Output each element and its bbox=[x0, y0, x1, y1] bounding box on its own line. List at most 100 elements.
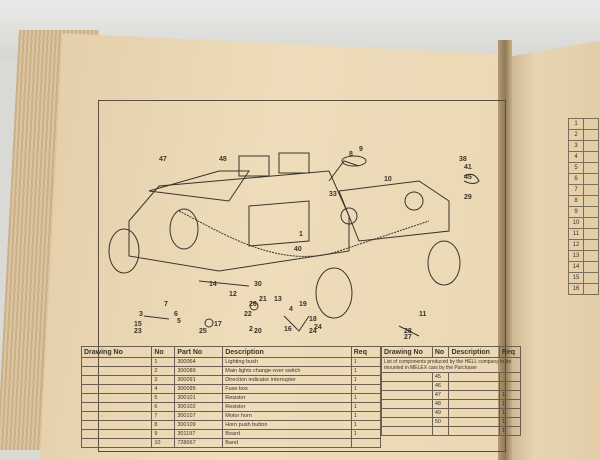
callout-number: 24 bbox=[309, 328, 317, 335]
table-cell: 300095 bbox=[174, 384, 224, 394]
grid-number: 10 bbox=[568, 217, 584, 229]
table-cell bbox=[80, 429, 153, 439]
table-cell: 1 bbox=[350, 366, 382, 376]
callout-number: 7 bbox=[164, 301, 168, 308]
grid-row: 8 bbox=[568, 195, 599, 207]
rear-right-wheel bbox=[169, 208, 199, 250]
table-cell bbox=[350, 438, 382, 448]
table-cell: 300107 bbox=[174, 411, 224, 421]
table-cell: Horn push button bbox=[222, 420, 352, 430]
table-cell bbox=[80, 357, 153, 367]
col-drawing-no: Drawing No bbox=[381, 346, 433, 358]
grid-number: 13 bbox=[568, 250, 584, 262]
table-cell: 301197 bbox=[174, 429, 224, 439]
table-note: List of components produced by the HELL … bbox=[381, 357, 521, 373]
grid-row: 9 bbox=[568, 206, 599, 218]
grid-number: 8 bbox=[568, 195, 584, 207]
table-cell: 1 bbox=[498, 390, 522, 400]
table-cell bbox=[80, 366, 153, 376]
grid-number: 11 bbox=[568, 228, 584, 240]
grid-row: 1 bbox=[568, 118, 599, 130]
part-switch bbox=[143, 315, 170, 320]
callout-number: 28 bbox=[404, 328, 412, 335]
headlight-right bbox=[404, 191, 424, 211]
callout-number: 29 bbox=[464, 194, 472, 201]
table-cell: 1 bbox=[350, 393, 382, 403]
grid-row: 3 bbox=[568, 140, 599, 152]
callout-number: 8 bbox=[349, 151, 353, 158]
callout-number: 30 bbox=[254, 281, 262, 288]
callout-number: 41 bbox=[464, 164, 472, 171]
callout-number: 45 bbox=[464, 174, 472, 181]
col-no: No bbox=[431, 346, 450, 358]
callout-number: 22 bbox=[244, 311, 252, 318]
table-cell bbox=[448, 408, 500, 418]
table-cell: 50 bbox=[431, 417, 450, 427]
table-cell bbox=[448, 381, 500, 391]
parts-table-right: Drawing No No Description Req List of co… bbox=[381, 346, 522, 436]
callout-number: 3 bbox=[139, 311, 143, 318]
table-cell: 300064 bbox=[174, 357, 224, 367]
grid-cell bbox=[583, 206, 599, 218]
table-cell: 1 bbox=[151, 357, 176, 367]
table-cell: 1 bbox=[350, 429, 382, 439]
callout-number: 23 bbox=[134, 328, 142, 335]
table-cell bbox=[448, 390, 500, 400]
part-relay bbox=[249, 301, 259, 311]
grid-cell bbox=[583, 184, 599, 196]
table-cell: 1 bbox=[350, 411, 382, 421]
table-cell bbox=[498, 381, 522, 391]
table-cell: Main lights change-over switch bbox=[222, 366, 352, 376]
table-cell: 1 bbox=[350, 384, 382, 394]
callout-number: 40 bbox=[294, 246, 302, 253]
grid-row: 12 bbox=[568, 239, 599, 251]
grid-cell bbox=[583, 217, 599, 229]
grid-number: 9 bbox=[568, 206, 584, 218]
grid-row: 5 bbox=[568, 162, 599, 174]
col-description: Description bbox=[448, 346, 500, 358]
table-cell bbox=[431, 426, 450, 436]
seat-back-right bbox=[278, 152, 310, 174]
table-cell: 1 bbox=[350, 420, 382, 430]
table-cell: 1 bbox=[350, 357, 382, 367]
table-cell: Fuse box bbox=[222, 384, 352, 394]
callout-number: 13 bbox=[274, 296, 282, 303]
grid-cell bbox=[583, 162, 599, 174]
seat-back-left bbox=[238, 155, 270, 177]
grid-row: 4 bbox=[568, 151, 599, 163]
grid-cell bbox=[583, 195, 599, 207]
table-cell bbox=[448, 372, 500, 382]
front-hood bbox=[338, 180, 450, 242]
table-cell: 300091 bbox=[174, 375, 224, 385]
grid-number: 3 bbox=[568, 140, 584, 152]
part-horn bbox=[283, 315, 310, 332]
table-cell: 300089 bbox=[174, 366, 224, 376]
table-cell: 6 bbox=[151, 402, 176, 412]
part-bracket bbox=[398, 325, 420, 337]
table-cell bbox=[381, 390, 433, 400]
grid-cell bbox=[583, 272, 599, 284]
table-cell: 3 bbox=[151, 375, 176, 385]
grid-number: 5 bbox=[568, 162, 584, 174]
wire-bundle bbox=[198, 280, 250, 287]
col-no: No bbox=[151, 346, 176, 358]
table-cell: 1 bbox=[498, 399, 522, 409]
table-row: 46 bbox=[381, 381, 522, 391]
steering-column bbox=[328, 160, 360, 182]
grid-number: 2 bbox=[568, 129, 584, 141]
grid-number: 1 bbox=[568, 118, 584, 130]
grid-row: 11 bbox=[568, 228, 599, 240]
table-cell bbox=[381, 417, 433, 427]
car-body-outline bbox=[128, 170, 350, 272]
